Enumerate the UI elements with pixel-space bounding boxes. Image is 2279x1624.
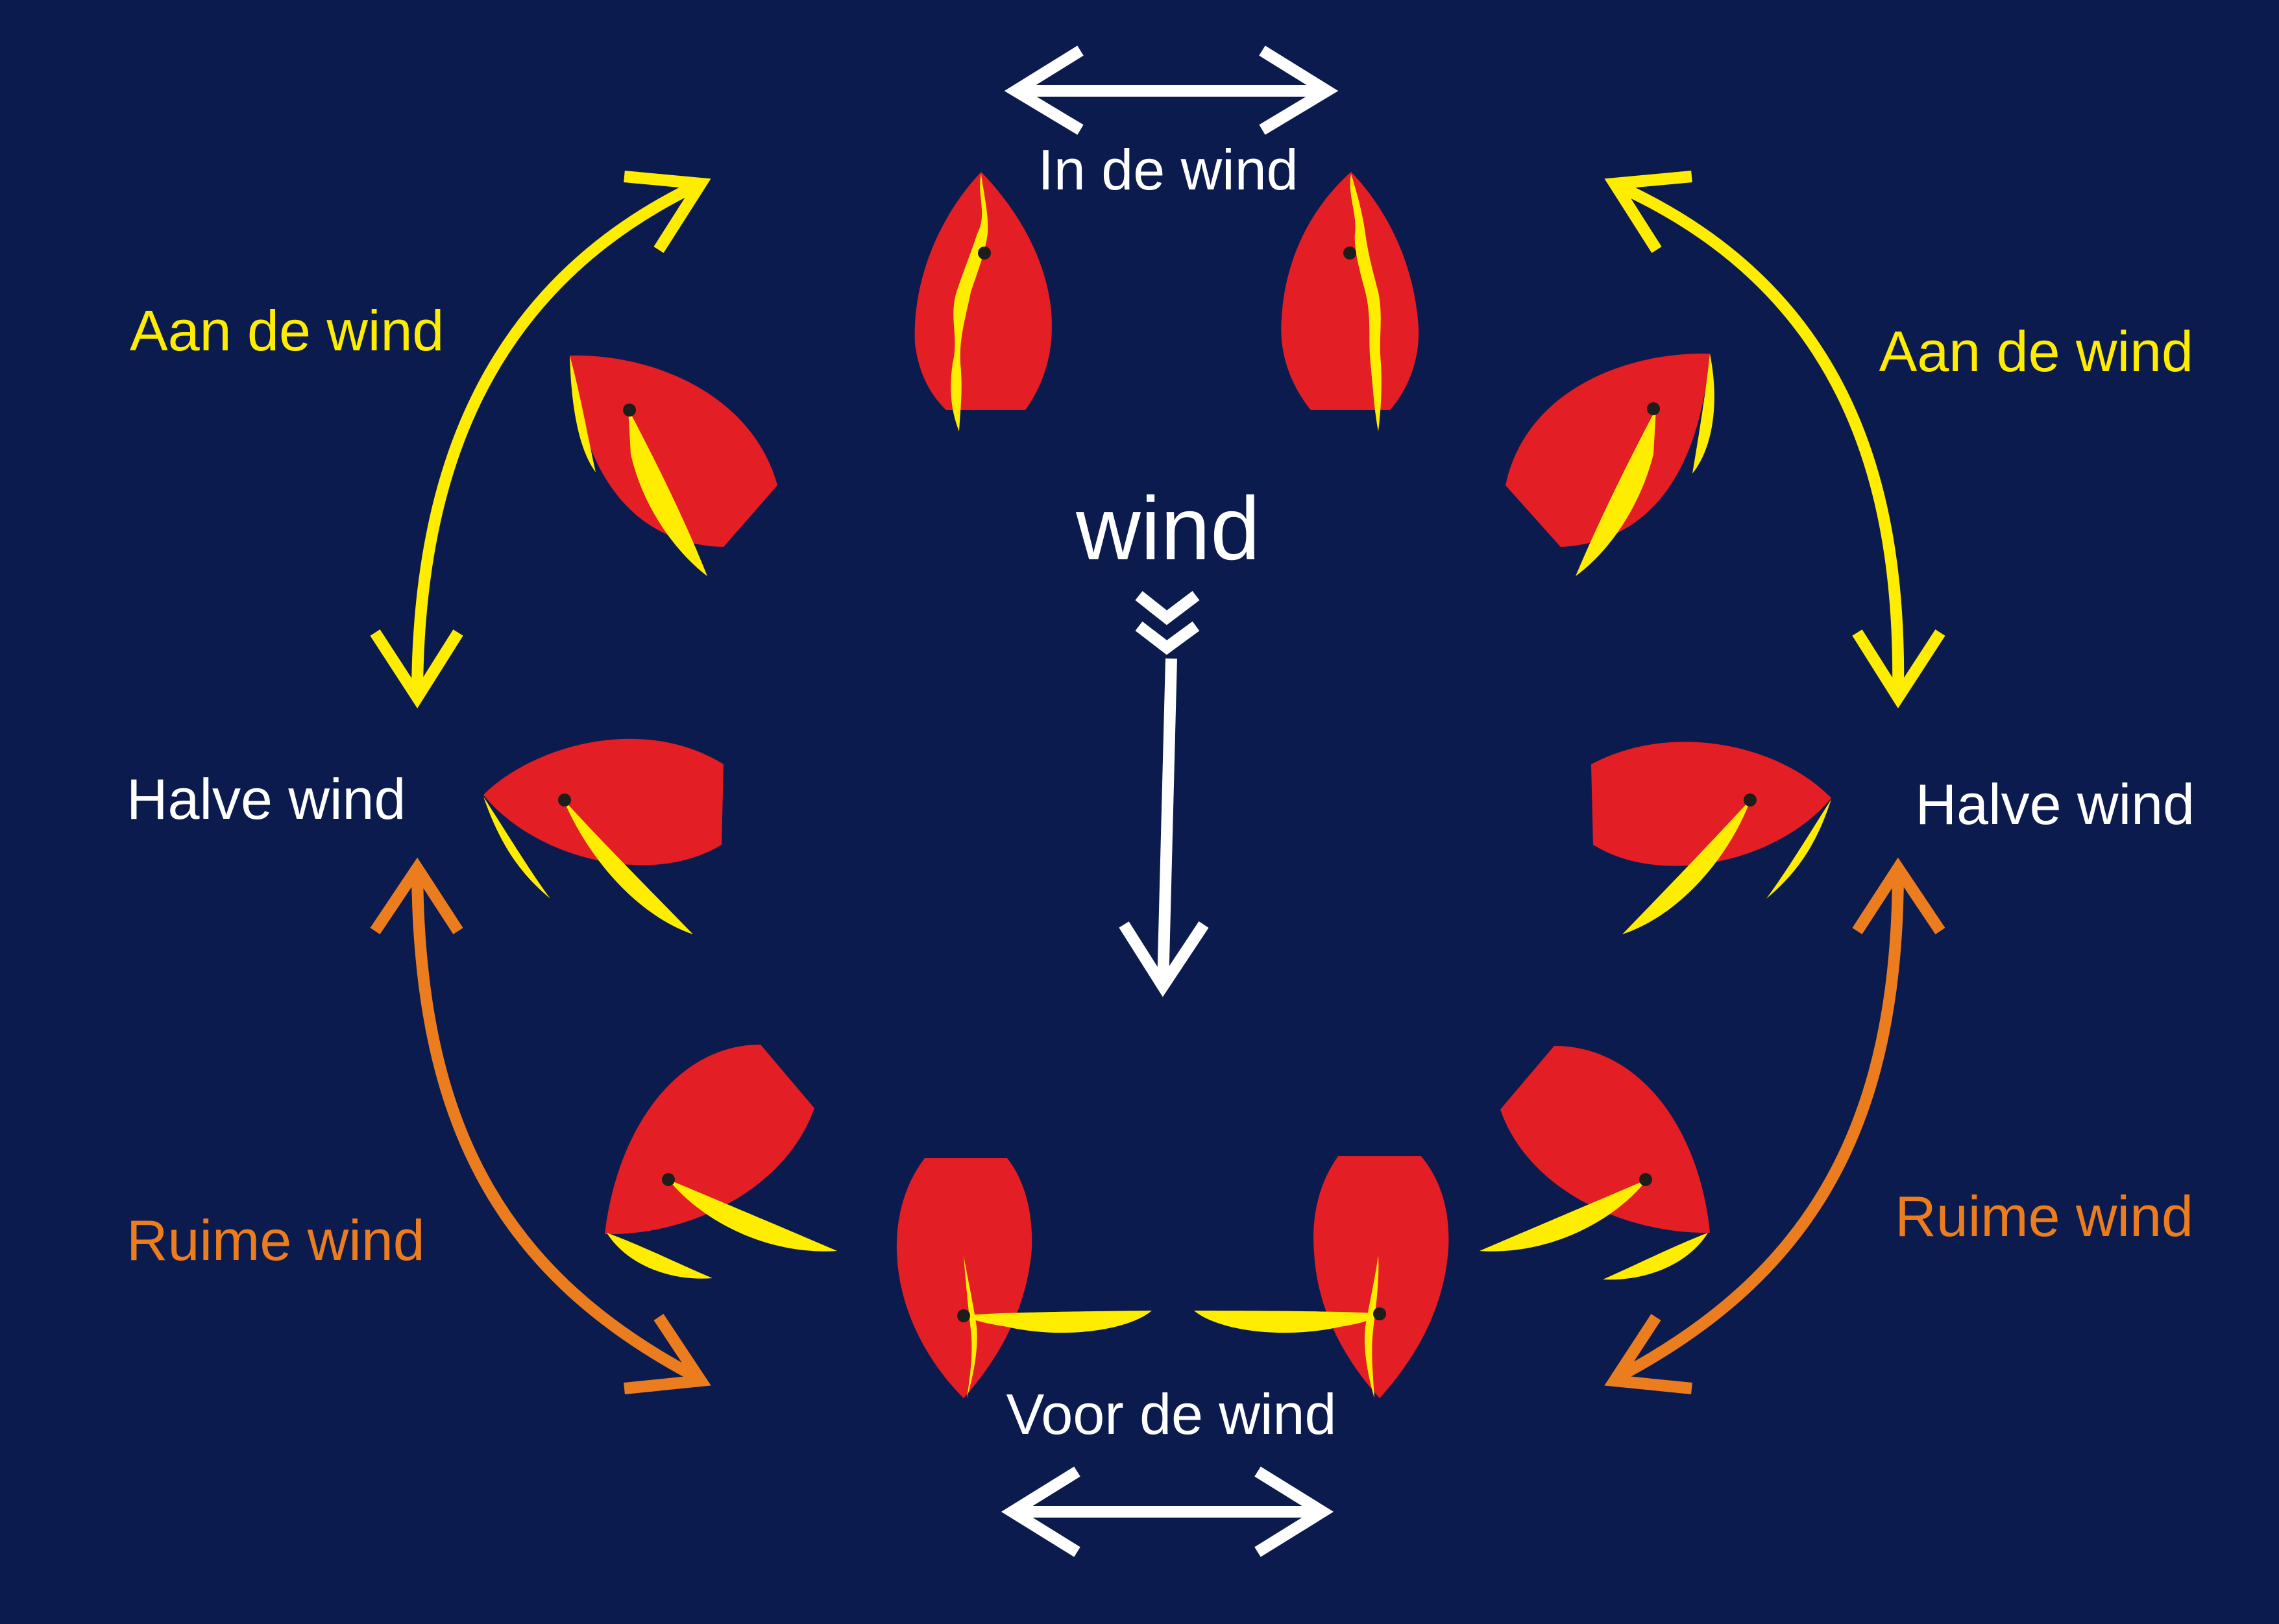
aan-de-wind-right-label: Aan de wind bbox=[1879, 319, 2193, 383]
in-de-wind-range-arrow-icon bbox=[1004, 45, 1339, 135]
ruime-wind-right-label: Ruime wind bbox=[1895, 1184, 2193, 1248]
boat-ruime-wind-left bbox=[605, 1045, 837, 1279]
ruime-wind-right-arrow-icon bbox=[1604, 857, 1945, 1394]
ruime-wind-left-label: Ruime wind bbox=[127, 1208, 425, 1272]
boat-in-de-wind-left bbox=[914, 172, 1052, 431]
halve-wind-right-label: Halve wind bbox=[1916, 772, 2195, 836]
halve-wind-left-label: Halve wind bbox=[127, 767, 406, 831]
boat-voor-de-wind-right bbox=[1194, 1156, 1449, 1398]
aan-de-wind-right-arrow-icon bbox=[1604, 171, 1945, 709]
aan-de-wind-left-arrow-icon bbox=[370, 171, 711, 709]
voor-de-wind-range-arrow-icon bbox=[1001, 1466, 1334, 1557]
ruime-wind-left-arrow-icon bbox=[370, 857, 711, 1394]
boat-aan-de-wind-right bbox=[1505, 353, 1714, 576]
voor-de-wind-label: Voor de wind bbox=[1006, 1382, 1337, 1446]
boat-halve-wind-left bbox=[483, 738, 724, 934]
boat-ruime-wind-right bbox=[1480, 1046, 1710, 1280]
boat-halve-wind-right bbox=[1591, 742, 1831, 934]
aan-de-wind-left-label: Aan de wind bbox=[130, 298, 444, 363]
boat-in-de-wind-right bbox=[1281, 172, 1419, 431]
boat-voor-de-wind-left bbox=[896, 1158, 1152, 1398]
wind-label: wind bbox=[1075, 479, 1260, 579]
in-de-wind-label: In de wind bbox=[1038, 138, 1298, 202]
wind-direction-arrow-icon bbox=[1119, 590, 1209, 997]
boat-aan-de-wind-left bbox=[570, 355, 777, 576]
